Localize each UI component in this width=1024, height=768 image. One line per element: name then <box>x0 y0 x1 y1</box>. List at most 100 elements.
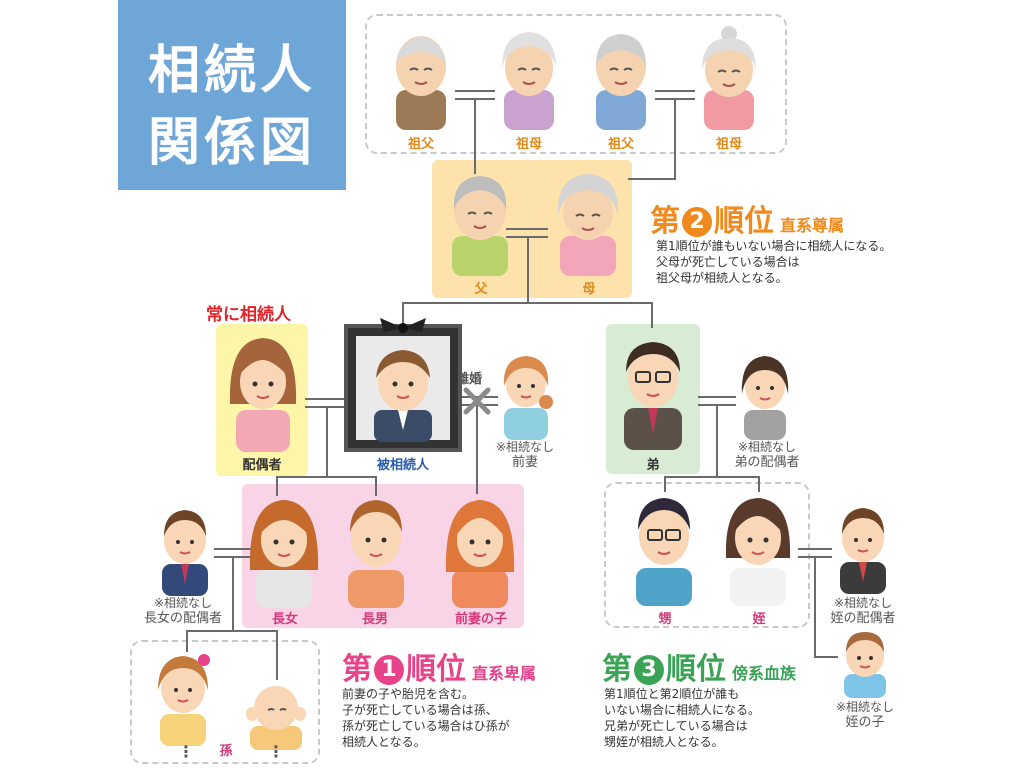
rank2-sub: 直系尊属 <box>780 216 845 235</box>
marriage-line-spouse <box>305 398 349 400</box>
niece-spouse-figure <box>840 508 886 594</box>
rank1-post: 順位 <box>406 652 466 687</box>
nephew-label: 甥 <box>658 612 672 627</box>
rank1-desc-2: 子が死亡している場合は孫、 <box>342 703 498 717</box>
brother-spouse-note: ※相続なし <box>737 440 797 454</box>
mother-figure <box>557 174 619 276</box>
grandfather-2-label: 祖父 <box>607 137 634 152</box>
line-nephew-niece <box>664 476 760 478</box>
rank2-desc-1: 第1順位が誰もいない場合に相続人になる。 <box>656 239 892 253</box>
title-line-1: 相続人 <box>147 41 316 101</box>
daughter-spouse-figure <box>162 510 208 596</box>
grandfather-2-figure <box>596 34 646 130</box>
nephew-niece-group <box>604 482 810 628</box>
rank2-post: 順位 <box>714 204 774 239</box>
niece-child-figure <box>844 632 886 698</box>
rank3-sub: 傍系血族 <box>732 664 797 683</box>
rank3-desc-2: いない場合に相続人になる。 <box>604 703 761 717</box>
rank1-sub: 直系卑属 <box>472 664 537 683</box>
divorce-label: 離婚 <box>456 372 483 387</box>
marriage-line-spouse-b <box>305 406 349 408</box>
line-niece-child-a <box>814 558 816 658</box>
divorce-line-b <box>440 404 498 406</box>
rank3-pre: 第 <box>602 652 632 687</box>
nephew-figure <box>636 498 692 606</box>
niece-child-note: ※相続なし <box>835 700 895 714</box>
rank3-desc-3: 兄弟が死亡している場合は <box>604 719 748 733</box>
marriage-line-brother <box>698 396 736 398</box>
grandchildren-label: 孫 <box>219 744 233 759</box>
line-children-down <box>326 408 328 478</box>
rank2-pre: 第 <box>650 204 680 239</box>
line-children <box>276 476 376 478</box>
eldest-son-label: 長男 <box>361 612 388 627</box>
niece-figure <box>725 498 791 606</box>
grandchild-1-dots: ⋮ <box>178 742 194 761</box>
rank1-pre: 第 <box>342 652 372 687</box>
line-niece-child-b <box>814 656 838 658</box>
marriage-line-parents-b <box>506 236 548 238</box>
ex-wife-child-label: 前妻の子 <box>454 612 507 627</box>
deceased-figure <box>374 350 432 442</box>
marriage-line-daughter-b <box>214 556 252 558</box>
line-to-grandchild-2 <box>276 630 278 680</box>
grandmother-1-label: 祖母 <box>515 137 542 152</box>
line-to-niece <box>758 476 760 492</box>
marriage-line-daughter <box>214 548 252 550</box>
brother-label: 弟 <box>646 458 660 473</box>
mother-label: 母 <box>582 282 596 297</box>
line-siblings <box>402 302 652 304</box>
line-to-mother-a <box>674 100 676 180</box>
line-to-deceased <box>402 302 404 324</box>
eldest-son-figure <box>348 500 404 608</box>
line-to-brother <box>651 302 653 328</box>
rank2-desc-2: 父母が死亡している場合は <box>656 255 800 269</box>
line-to-mother-b <box>628 178 676 180</box>
line-grandchildren <box>186 630 278 632</box>
spouse-label: 配偶者 <box>242 458 282 473</box>
grandmother-2-label: 祖母 <box>715 137 742 152</box>
ex-wife-label: 前妻 <box>511 455 538 470</box>
brother-spouse-label: 弟の配偶者 <box>734 455 800 470</box>
line-grandchildren-down <box>232 558 234 632</box>
ex-wife-child-figure <box>445 500 515 608</box>
rank1-number-badge: 1 <box>374 655 404 685</box>
rank3-desc-4: 甥姪が相続人となる。 <box>604 735 724 749</box>
deceased-label: 被相続人 <box>376 458 429 473</box>
ex-wife-figure <box>503 356 553 440</box>
niece-spouse-label: 姪の配偶者 <box>830 611 896 626</box>
eldest-daughter-figure <box>249 500 319 608</box>
title-box: 相続人 関係図 <box>118 0 346 190</box>
marriage-line-niece-b <box>798 556 832 558</box>
brother-figure <box>624 342 682 450</box>
rank1-desc-3: 孫が死亡している場合はひ孫が <box>342 719 510 733</box>
marriage-line-brother-b <box>698 404 736 406</box>
line-to-nephew <box>664 476 666 492</box>
daughter-spouse-label: 長女の配偶者 <box>143 611 222 626</box>
father-figure <box>452 176 508 276</box>
marriage-line-gp2 <box>655 90 695 92</box>
marriage-line-parents <box>506 228 548 230</box>
marriage-line-gp2b <box>655 98 695 100</box>
divorce-cross-icon <box>463 387 491 415</box>
line-to-grandchild-1 <box>186 630 188 652</box>
ex-wife-note: ※相続なし <box>495 440 555 454</box>
always-heir-heading: 常に相続人 <box>206 305 291 325</box>
rank1-desc-1: 前妻の子や胎児を含む。 <box>342 687 475 701</box>
marriage-line-niece <box>798 548 832 550</box>
rank3-number-badge: 3 <box>634 655 664 685</box>
spouse-figure <box>229 338 297 452</box>
grandparents-group <box>365 14 787 154</box>
eldest-daughter-label: 長女 <box>271 612 298 627</box>
grandchildren-group <box>130 640 320 764</box>
line-to-father <box>474 100 476 174</box>
grandchild-2-dots: ⋮ <box>268 742 284 761</box>
daughter-spouse-note: ※相続なし <box>153 596 213 610</box>
line-to-ex-wife-child <box>476 406 478 494</box>
niece-spouse-note: ※相続なし <box>833 596 893 610</box>
rank2-desc-3: 祖父母が相続人となる。 <box>656 271 788 285</box>
line-parents-down <box>527 238 529 302</box>
grandfather-1-figure <box>396 36 446 130</box>
marriage-line-gp1b <box>455 98 495 100</box>
